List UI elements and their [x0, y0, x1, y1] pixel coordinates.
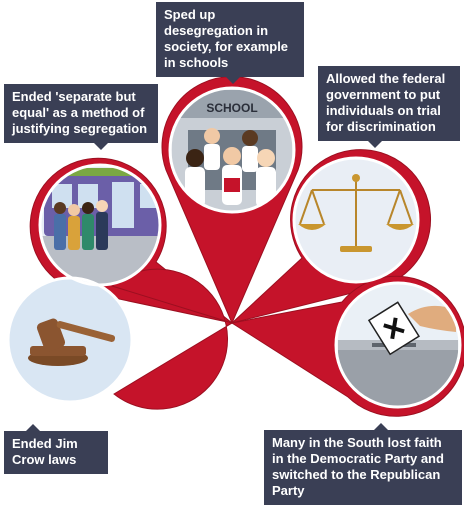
label-federal-trial: Allowed the federal government to put in…: [318, 66, 460, 148]
scales-illustration: [294, 158, 418, 282]
label-south-party-switch: Many in the South lost faith in the Demo…: [264, 423, 462, 505]
passengers: [54, 200, 108, 250]
label-jim-crow: Ended Jim Crow laws: [4, 424, 108, 474]
label-separate-but-equal: Ended 'separate but equal' as a method o…: [4, 84, 158, 150]
circle-outlines: [6, 86, 462, 409]
label-desegregation-schools: Sped up desegregation in society, for ex…: [156, 2, 304, 84]
gavel-illustration: [8, 278, 132, 402]
school-sign: SCHOOL: [206, 101, 257, 115]
petal-gavel: [110, 268, 234, 410]
students: [185, 128, 276, 207]
